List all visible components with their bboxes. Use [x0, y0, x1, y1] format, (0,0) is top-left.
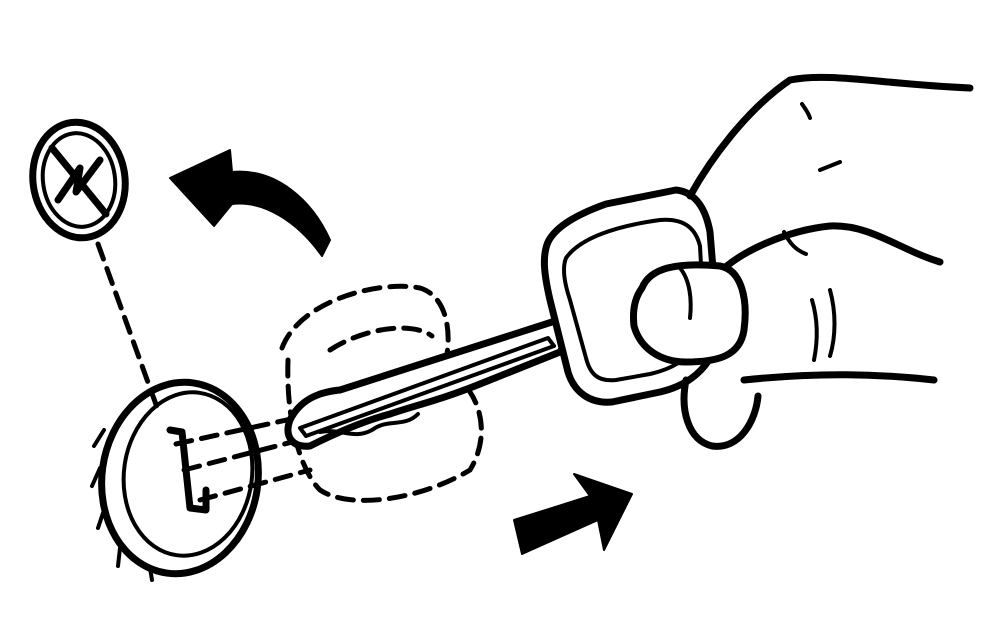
symbol-leader-line — [95, 241, 161, 413]
double-lightning-circle-icon — [29, 118, 129, 242]
straight-arrow-right-icon — [513, 473, 633, 555]
curved-arrow-counterclockwise-icon — [169, 149, 331, 257]
hand-holding-key-icon — [630, 73, 974, 450]
ignition-lock-cylinder-icon — [90, 378, 262, 582]
